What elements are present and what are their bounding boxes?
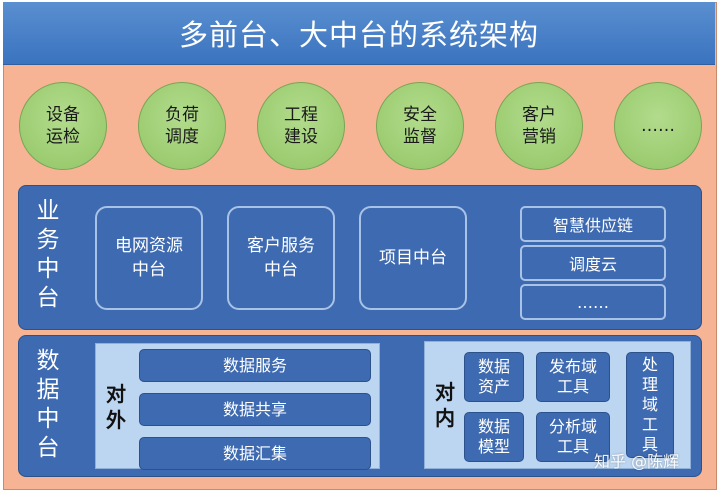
box-line1: 客户服务	[247, 236, 315, 256]
publish-domain-tool-box: 发布域 工具	[536, 352, 610, 402]
external-label: 对 外	[103, 381, 129, 433]
front-circle-engineering: 工程 建设	[257, 82, 345, 170]
circle-line2: 建设	[284, 127, 318, 147]
label-char: 理	[641, 375, 658, 394]
front-circle-load-dispatch: 负荷 调度	[138, 82, 226, 170]
box-line2: 模型	[477, 437, 510, 456]
smart-supply-chain-box: 智慧供应链	[520, 206, 666, 242]
label-char: 对	[106, 382, 126, 406]
customer-service-middle-box: 客户服务 中台	[227, 206, 335, 310]
box-line2: 中台	[264, 260, 298, 280]
box-line1: 数据	[477, 357, 510, 376]
box-line2: 中台	[132, 260, 166, 280]
diagram-title: 多前台、大中台的系统架构	[3, 2, 715, 65]
box-line2: 工具	[556, 437, 589, 456]
box-line1: 分析域	[548, 417, 597, 436]
analysis-domain-tool-box: 分析域 工具	[536, 412, 610, 462]
more-business-box: ……	[520, 284, 666, 320]
data-sharing-item: 数据共享	[139, 393, 371, 426]
dispatch-cloud-box: 调度云	[520, 245, 666, 281]
label-char: 中	[36, 256, 60, 282]
internal-label: 对 内	[432, 379, 458, 431]
label-char: 据	[36, 377, 60, 403]
circle-line1: 安全	[403, 105, 437, 125]
box-line1: 项目中台	[379, 248, 447, 268]
circle-line1: 客户	[522, 105, 556, 125]
data-model-box: 数据 模型	[464, 412, 524, 462]
data-asset-box: 数据 资产	[464, 352, 524, 402]
circle-line2: 营销	[522, 127, 556, 147]
label-char: 台	[36, 435, 60, 461]
label-char: 对	[435, 380, 455, 404]
processing-domain-tool-box: 处 理 域 工 具	[626, 352, 674, 458]
label-char: 务	[36, 227, 60, 253]
label-char: 处	[641, 355, 658, 374]
front-circle-marketing: 客户 营销	[495, 82, 583, 170]
box-line1: 发布域	[548, 357, 597, 376]
project-middle-box: 项目中台	[359, 206, 467, 310]
front-circle-equipment: 设备 运检	[19, 82, 107, 170]
circle-line1: 设备	[46, 105, 80, 125]
data-middle-label: 数 据 中 台	[33, 347, 63, 463]
circle-line1: 负荷	[165, 105, 199, 125]
circle-line1: ……	[641, 116, 675, 136]
label-char: 具	[641, 435, 658, 454]
label-char: 工	[641, 415, 658, 434]
front-circle-safety: 安全 监督	[376, 82, 464, 170]
box-line1: 电网资源	[115, 236, 183, 256]
data-service-item: 数据服务	[139, 349, 371, 382]
circle-line2: 调度	[165, 127, 199, 147]
label-char: 外	[106, 408, 126, 432]
label-char: 业	[36, 198, 60, 224]
business-middle-label: 业 务 中 台	[33, 197, 63, 313]
data-collection-item: 数据汇集	[139, 437, 371, 470]
circle-line2: 运检	[46, 127, 80, 147]
label-char: 数	[36, 348, 60, 374]
label-char: 中	[36, 406, 60, 432]
grid-resource-middle-box: 电网资源 中台	[95, 206, 203, 310]
box-line2: 工具	[556, 377, 589, 396]
watermark: 知乎 @陈辉	[594, 452, 680, 471]
label-char: 域	[641, 395, 658, 414]
circle-line2: 监督	[403, 127, 437, 147]
label-char: 台	[36, 285, 60, 311]
box-line1: 数据	[477, 417, 510, 436]
circle-line1: 工程	[284, 105, 318, 125]
front-circle-more: ……	[614, 82, 702, 170]
box-line2: 资产	[477, 377, 510, 396]
label-char: 内	[435, 406, 455, 430]
